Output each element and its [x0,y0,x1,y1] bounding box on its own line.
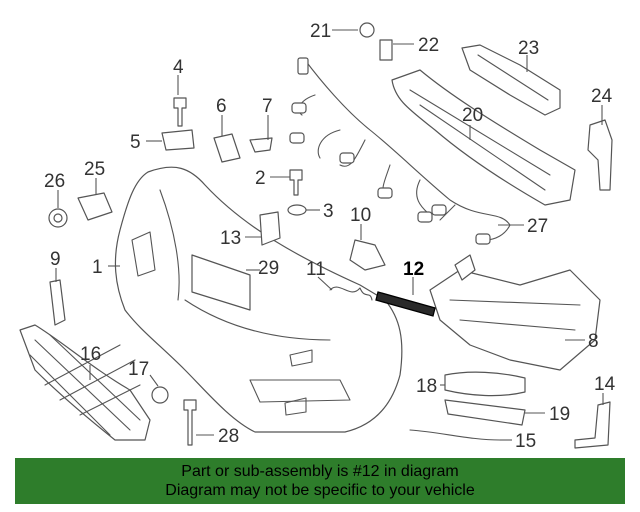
callout-25: 25 [84,159,105,180]
parts-diagram: 21 22 23 24 20 4 5 6 7 2 3 10 27 13 29 1… [19,21,616,452]
callout-11: 11 [306,259,326,280]
callout-19: 19 [549,404,570,425]
callout-27: 27 [527,216,548,237]
callout-12: 12 [403,259,424,280]
callout-23: 23 [518,38,539,59]
callout-22: 22 [418,35,439,56]
grille-part [19,324,151,441]
callout-9: 9 [50,249,61,270]
callout-2: 2 [255,168,266,189]
callout-6: 6 [216,96,227,117]
callout-7: 7 [262,96,273,117]
callout-10: 10 [350,205,371,226]
bracket-23-part [461,44,561,116]
bumper-cover-part [114,166,403,433]
callout-8: 8 [588,331,599,352]
callout-1: 1 [92,257,103,278]
callout-4: 4 [173,57,184,78]
callout-5: 5 [130,132,141,153]
reinforcement-part [429,254,601,371]
wiring-harness-part [289,57,511,245]
callout-18: 18 [416,376,437,397]
bracket-24-part [587,119,613,191]
callout-21: 21 [310,21,331,42]
part-12-strip [375,291,436,317]
callout-16: 16 [80,344,101,365]
callout-20: 20 [462,105,483,126]
callout-13: 13 [220,228,241,249]
callout-24: 24 [591,86,613,107]
energy-absorber-part [391,69,576,206]
callout-14: 14 [594,374,616,395]
leader-lines [55,29,604,441]
notice-line-1: Part or sub-assembly is #12 in diagram [181,463,459,480]
notice-line-2: Diagram may not be specific to your vehi… [165,482,475,499]
callout-17: 17 [128,359,149,380]
notice-banner: Part or sub-assembly is #12 in diagram D… [15,458,625,504]
callout-labels: 21 22 23 24 20 4 5 6 7 2 3 10 27 13 29 1… [44,21,616,452]
callout-26: 26 [44,171,65,192]
callout-3: 3 [323,201,334,222]
small-parts [48,22,611,449]
callout-15: 15 [515,431,536,452]
callout-28: 28 [218,426,239,447]
callout-29: 29 [258,258,279,279]
